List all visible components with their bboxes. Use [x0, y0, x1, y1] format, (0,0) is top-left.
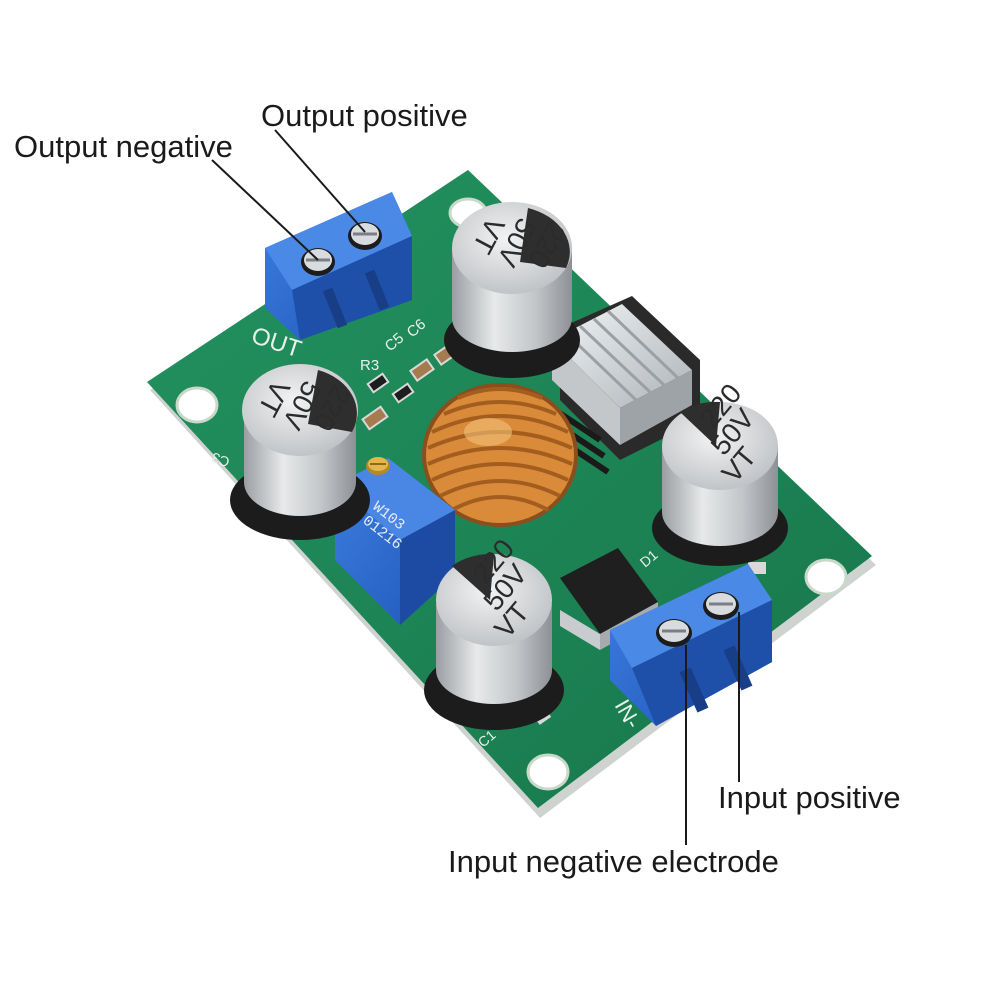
callout-lines — [211, 129, 740, 845]
leader-output-negative — [211, 159, 319, 261]
electrolytic-capacitor: 220 50V VT — [230, 364, 370, 540]
screw-icon — [348, 222, 382, 250]
electrolytic-capacitor: 220 50V VT — [444, 202, 580, 378]
label-input-positive: Input positive — [718, 780, 901, 815]
leader-output-positive — [274, 129, 366, 233]
mounting-hole — [804, 558, 848, 596]
adjust-screw-icon — [366, 457, 390, 475]
electrolytic-capacitor: 220 50V VT — [424, 533, 564, 730]
screw-icon — [301, 248, 335, 276]
screw-icon — [703, 592, 739, 620]
trimmer-potentiometer: W103 01216 — [335, 457, 455, 625]
label-output-positive: Output positive — [261, 98, 468, 133]
screw-icon — [656, 619, 692, 647]
mounting-hole — [526, 753, 570, 791]
label-input-negative: Input negative electrode — [448, 844, 779, 879]
silk-c3: C3 — [209, 449, 231, 470]
toroidal-inductor — [422, 383, 578, 527]
output-terminal-block — [265, 192, 412, 340]
mounting-hole — [175, 386, 219, 424]
input-terminal-block — [610, 564, 772, 726]
heatsink — [550, 296, 700, 475]
silk-r3: R3 — [360, 357, 379, 374]
label-output-negative: Output negative — [14, 129, 233, 164]
